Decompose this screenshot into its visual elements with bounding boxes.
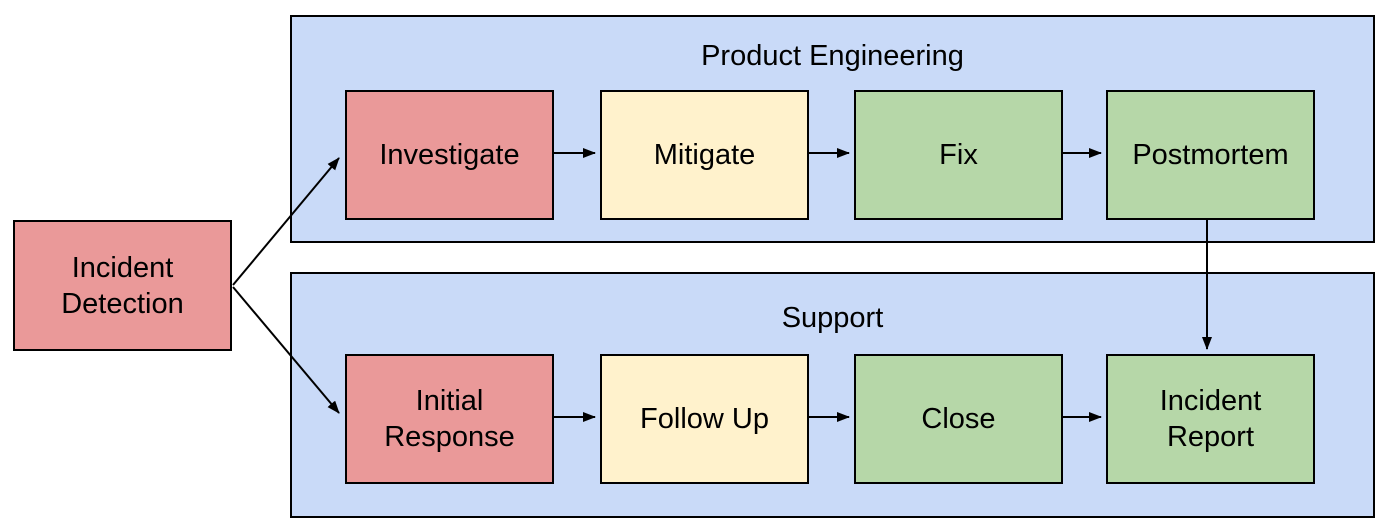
node-fix[interactable]: Fix <box>854 90 1063 220</box>
node-investigate[interactable]: Investigate <box>345 90 554 220</box>
node-incident-report[interactable]: Incident Report <box>1106 354 1315 484</box>
node-incident-detection[interactable]: Incident Detection <box>13 220 232 351</box>
node-initial-response[interactable]: Initial Response <box>345 354 554 484</box>
lane-product-engineering: Product Engineering Investigate Mitigate… <box>290 15 1375 243</box>
node-postmortem[interactable]: Postmortem <box>1106 90 1315 220</box>
node-mitigate[interactable]: Mitigate <box>600 90 809 220</box>
node-follow-up[interactable]: Follow Up <box>600 354 809 484</box>
lane-title-product-engineering: Product Engineering <box>701 40 964 72</box>
lane-title-support: Support <box>781 302 884 334</box>
node-close[interactable]: Close <box>854 354 1063 484</box>
lane-support: Support Initial Response Follow Up Close… <box>290 272 1375 518</box>
